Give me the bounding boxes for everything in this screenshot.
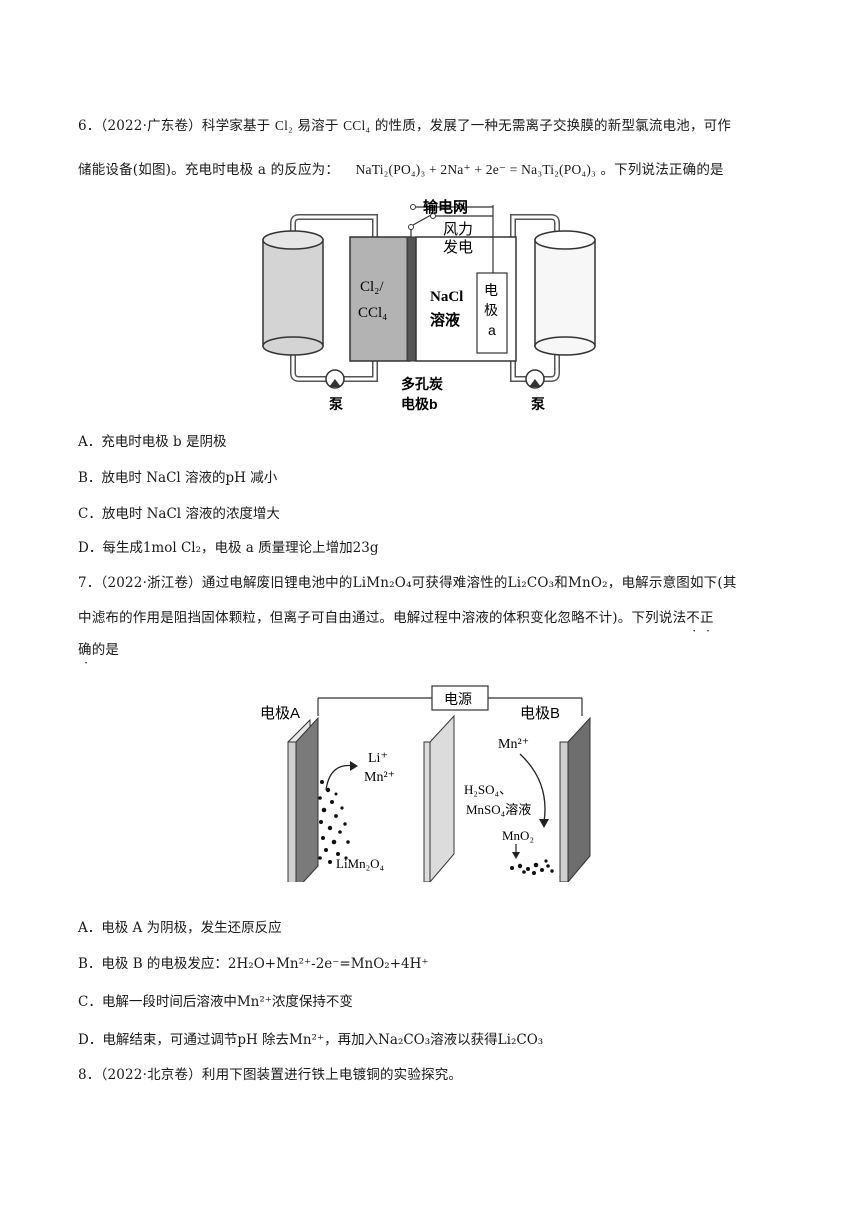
q7-option-a: A．电极 A 为阴极，发生还原反应 xyxy=(78,920,282,936)
limn2o4-label: LiMn₂O₄ xyxy=(336,856,385,871)
q7-line3: 确的是 xyxy=(78,640,119,660)
cl2-label: Cl₂/ xyxy=(360,279,384,295)
limn2o4-particles xyxy=(318,780,350,864)
solution-label-2: MnSO₄溶液 xyxy=(466,802,531,817)
q7-line1: 7．（2022·浙江卷）通过电解废旧锂电池中的LiMn₂O₄可获得难溶性的Li₂… xyxy=(78,575,737,591)
q6-line1: 6．（2022·广东卷）科学家基于 Cl₂ 易溶于 CCl₄ 的性质，发展了一种… xyxy=(78,118,732,134)
mn-left-label: Mn²⁺ xyxy=(364,770,395,785)
q6-option-c: C．放电时 NaCl 溶液的浓度增大 xyxy=(78,506,280,522)
q6-option-d: D．每生成1mol Cl₂，电极 a 质量理论上增加23g xyxy=(78,540,379,556)
electrode-a-label-1: 电 xyxy=(484,282,498,298)
ccl4-label: CCl₄ xyxy=(358,305,387,321)
li-ion-label: Li⁺ xyxy=(368,751,388,766)
electrode-b-title: 电极B xyxy=(520,705,560,722)
q7-line2: 中滤布的作用是阻挡固体颗粒，但离子可自由通过。电解过程中溶液的体积变化忽略不计)… xyxy=(78,608,714,628)
pump-left-label: 泵 xyxy=(329,396,343,412)
q7-option-b: B．电极 B 的电极发应：2H₂O+Mn²⁺-2e⁻=MnO₂+4H⁺ xyxy=(78,956,429,972)
ccl4-formula: CCl₄ xyxy=(343,118,371,133)
wind-label-2: 发电 xyxy=(443,239,473,256)
pump-right-label: 泵 xyxy=(531,396,545,412)
q7-option-d: D．电解结束，可通过调节pH 除去Mn²⁺，再加入Na₂CO₃溶液以获得Li₂C… xyxy=(78,1032,544,1048)
electrode-a-title: 电极A xyxy=(260,705,300,722)
electrode-a-label-2: 极 xyxy=(484,302,498,318)
q8-line1: 8．（2022·北京卷）利用下图装置进行铁上电镀铜的实验探究。 xyxy=(78,1067,463,1083)
reaction-formula: NaTi₂(PO₄)₃ + 2Na⁺ + 2e⁻ = Na₃Ti₂(PO₄)₃ xyxy=(355,162,596,177)
q6-option-b: B．放电时 NaCl 溶液的pH 减小 xyxy=(78,470,278,486)
q6-battery-diagram: 输电网 风力 发电 Cl₂/ CCl₄ NaCl 溶液 电 极 a 多孔炭 电极… xyxy=(262,198,596,412)
mno2-particles xyxy=(510,859,554,875)
q7-electrolysis-diagram: 电源 Li⁺ Mn²⁺ 电极A 电极B Mn²⁺ H₂SO₄、 MnSO₄溶液 … xyxy=(260,685,591,882)
grid-label: 输电网 xyxy=(423,198,468,216)
carbon-label-1: 多孔炭 xyxy=(401,376,443,392)
mn-right-label: Mn²⁺ xyxy=(498,737,529,752)
power-label: 电源 xyxy=(444,691,472,707)
mno2-label: MnO₂ xyxy=(502,828,534,843)
q6-option-a: A．充电时电极 b 是阴极 xyxy=(78,434,227,450)
solution-label: 溶液 xyxy=(430,311,461,329)
nacl-label: NaCl xyxy=(430,289,463,305)
carbon-label-2: 电极b xyxy=(401,396,438,412)
cl2-formula: Cl₂ xyxy=(274,118,293,133)
wind-label-1: 风力 xyxy=(443,221,473,238)
solution-label-1: H₂SO₄、 xyxy=(464,782,512,797)
electrode-a-label-3: a xyxy=(488,322,496,338)
q7-option-c: C．电解一段时间后溶液中Mn²⁺浓度保持不变 xyxy=(78,994,353,1010)
q6-line2: 储能设备(如图)。充电时电极 a 的反应为： NaTi₂(PO₄)₃ + 2Na… xyxy=(78,162,724,178)
